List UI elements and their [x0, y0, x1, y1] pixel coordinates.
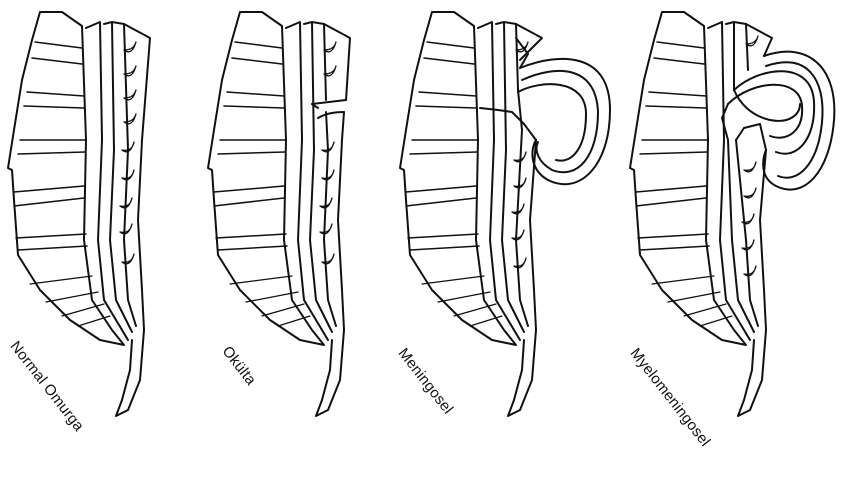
myelomeningosel-spinous-processes	[742, 36, 758, 276]
myelomeningosel-spinal-canal	[708, 22, 772, 416]
